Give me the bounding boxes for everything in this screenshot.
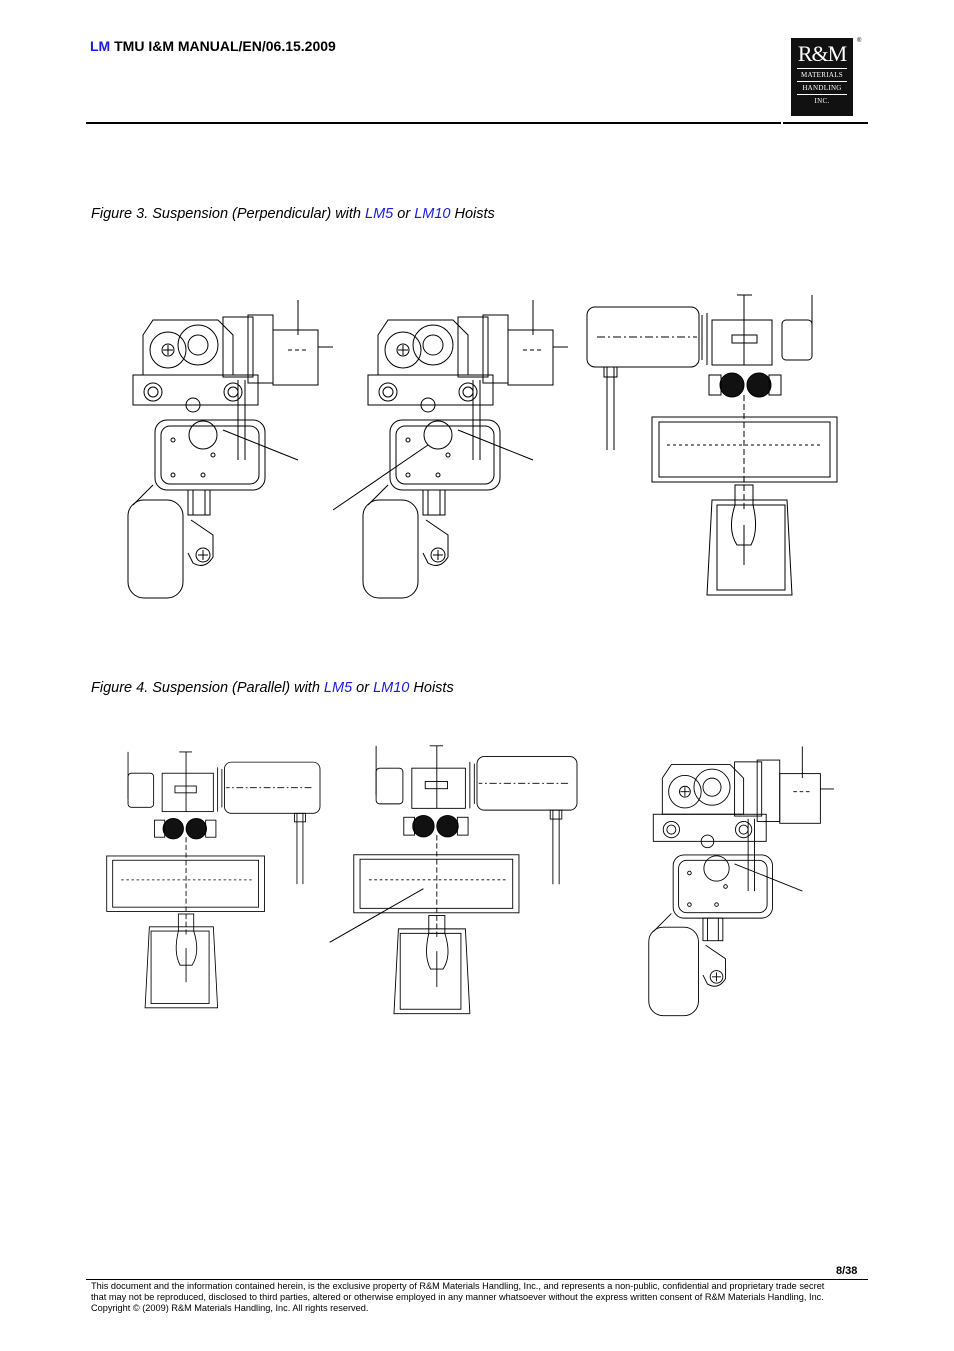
figure4-caption: Figure 4. Suspension (Parallel) with LM5… (91, 680, 454, 696)
caption-text: Hoists (409, 680, 454, 696)
header-rule (86, 122, 781, 124)
disclaimer-line: This document and the information contai… (91, 1281, 825, 1291)
figure3-caption: Figure 3. Suspension (Perpendicular) wit… (91, 206, 495, 222)
fig3-drawing-left (127, 299, 334, 599)
logo-divider (797, 81, 847, 82)
fig4-drawing-right (648, 746, 835, 1017)
fig3-drawing-right (586, 294, 838, 596)
page-number: 8/38 (836, 1265, 858, 1277)
registered-mark: ® (857, 38, 862, 44)
logo-monogram: R&M (797, 41, 847, 66)
fig3-drawing-middle (349, 299, 569, 599)
caption-model-b: LM10 (414, 206, 451, 222)
company-logo: R&M MATERIALS HANDLING INC. (791, 38, 853, 116)
caption-text: Figure 4. Suspension (Parallel) with (91, 680, 324, 696)
fig4-drawing-middle (352, 745, 578, 1015)
logo-divider (797, 68, 847, 69)
brand-prefix: LM (90, 38, 111, 54)
logo-line1: MATERIALS (801, 71, 843, 79)
footer-rule (86, 1279, 868, 1280)
logo-line3: INC. (814, 97, 830, 105)
logo-line2: HANDLING (802, 84, 842, 92)
disclaimer-line: that may not be reproduced, disclosed to… (91, 1292, 824, 1303)
document-title: LM TMU I&M MANUAL/EN/06.15.2009 (90, 38, 336, 54)
header-rule-logo (783, 122, 868, 124)
disclaimer: This document and the information contai… (91, 1281, 871, 1315)
caption-text: or (393, 206, 415, 222)
title-rest: TMU I&M MANUAL/EN/06.15.2009 (110, 38, 336, 54)
caption-text: Figure 3. Suspension (Perpendicular) wit… (91, 206, 366, 222)
caption-text: Hoists (450, 206, 495, 222)
logo-divider (797, 94, 847, 95)
caption-model-a: LM5 (323, 680, 353, 696)
caption-model-b: LM10 (373, 680, 410, 696)
caption-model-a: LM5 (365, 206, 394, 222)
disclaimer-line: Copyright © (2009) R&M Materials Handlin… (91, 1303, 369, 1314)
fig4-drawing-left (106, 751, 321, 1009)
caption-text: or (352, 680, 374, 696)
